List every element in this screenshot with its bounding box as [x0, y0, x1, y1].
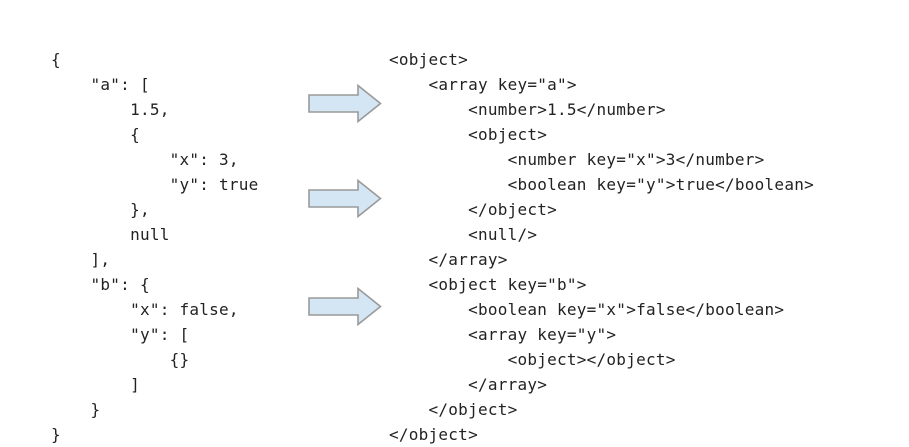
- json-source-code: { "a": [ 1.5, { "x": 3, "y": true }, nul…: [51, 50, 259, 444]
- right-arrow-icon: [308, 84, 382, 123]
- right-arrow-icon: [308, 287, 382, 326]
- json-to-xml-diagram: { "diagram": { "title": "JSON to XML map…: [51, 50, 814, 444]
- xml-result-code: <object> <array key="a"> <number>1.5</nu…: [389, 50, 814, 444]
- right-arrow-icon: [308, 179, 382, 218]
